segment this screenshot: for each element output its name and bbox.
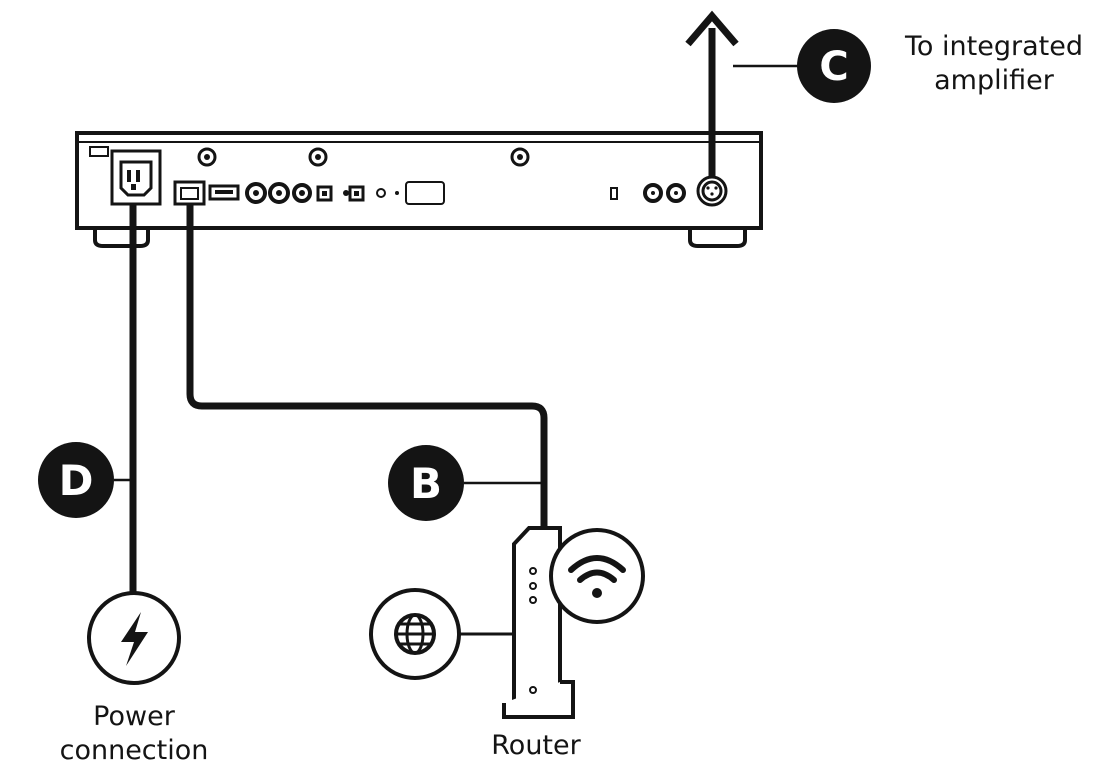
lightning-bolt-icon	[87, 591, 181, 685]
callout-badge-c: C	[797, 29, 871, 103]
amplifier-cable	[685, 10, 739, 178]
power-connection-label: Power connection	[34, 700, 234, 768]
callout-letter-b: B	[410, 459, 442, 508]
router-label: Router	[491, 730, 581, 761]
router	[502, 526, 575, 719]
power-label-line1: Power	[93, 701, 175, 732]
callout-badge-b: B	[388, 445, 464, 521]
amplifier-label: To integrated amplifier	[894, 30, 1094, 98]
rca-jacks	[245, 182, 312, 204]
callout-leaders	[114, 64, 810, 485]
wifi-icon	[549, 528, 645, 624]
globe-icon	[369, 588, 461, 680]
amplifier-label-line1: To integrated	[905, 31, 1083, 62]
usb-port	[208, 184, 240, 201]
output-connectors	[610, 175, 728, 207]
callout-badge-d: D	[38, 442, 114, 518]
callout-letter-d: D	[59, 456, 94, 505]
digital-inputs	[316, 181, 445, 205]
ethernet-cable	[186, 204, 548, 528]
amplifier-label-line2: amplifier	[934, 65, 1054, 96]
callout-letter-c: C	[819, 44, 848, 90]
power-label-line2: connection	[59, 735, 209, 766]
antenna-terminals	[197, 147, 530, 167]
